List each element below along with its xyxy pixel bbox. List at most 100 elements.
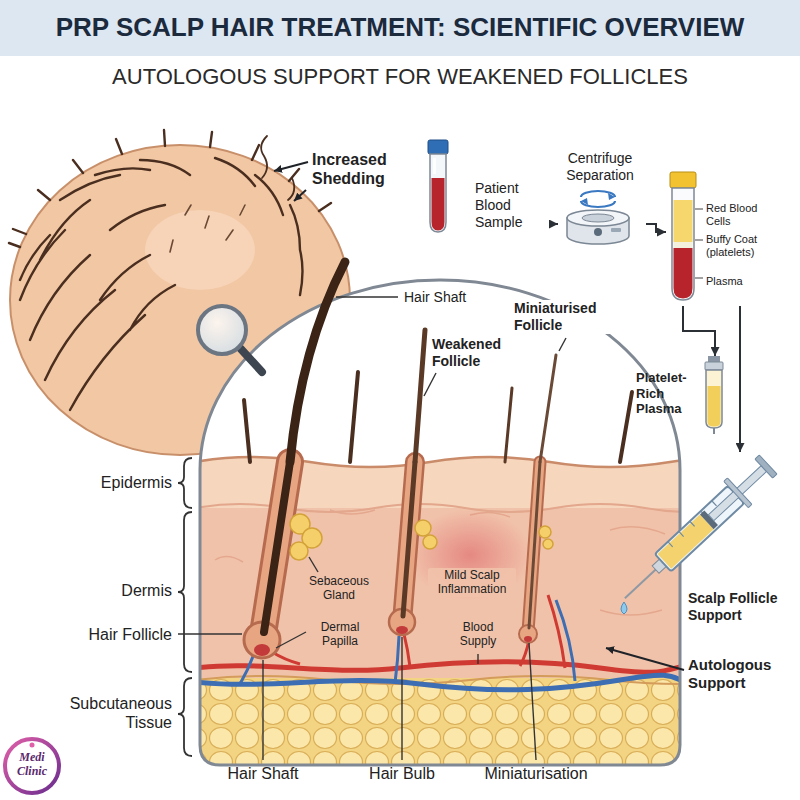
shedding-arrow (294, 190, 306, 201)
centrifuge: Centrifuge Separation (558, 150, 646, 250)
prp-vial-icon (708, 356, 720, 362)
flow-arrow (646, 224, 666, 232)
hair-shaft (505, 388, 512, 462)
centrifuge-icon (611, 228, 621, 232)
syringe-icon (625, 568, 657, 598)
part-label: Miniaturisation (484, 764, 587, 783)
part-label: Sebaceous Gland (304, 574, 374, 603)
hair-follicle (402, 462, 415, 622)
hair-follicle (528, 462, 540, 632)
sebaceous-gland (423, 535, 437, 549)
step-label: Plasma (706, 275, 743, 288)
head-figure (145, 210, 255, 290)
label-holder: Subcutaneous Tissue (54, 694, 172, 732)
label-holder: Blood Supply (448, 620, 508, 649)
layer-label: Subcutaneous Tissue (54, 694, 172, 732)
hair-shaft (244, 400, 250, 462)
clinic-logo (30, 743, 35, 748)
leader-line (401, 637, 402, 760)
centrifuge-icon (563, 188, 633, 246)
syringe-icon (724, 478, 752, 508)
blood-tube-icon (425, 140, 451, 234)
shedding-arrow (274, 162, 308, 201)
label-holder: AUTOLOGOUS SUPPORT FOR WEAKENED FOLLICLE… (0, 64, 800, 90)
callout-label: Miniaturised Follicle (512, 300, 624, 334)
prp-vial-icon (713, 428, 715, 434)
skin-section (408, 509, 532, 601)
layer-bracket (178, 512, 192, 672)
label-holder: Hair Shaft (402, 288, 492, 306)
hair-follicle (524, 636, 532, 642)
label-holder: Dermal Papilla (308, 620, 372, 649)
logo-text: Medi Clinic (6, 750, 58, 779)
layer-label: Dermis (121, 581, 172, 600)
blood-tube-icon (432, 178, 445, 231)
syringe-icon (708, 466, 766, 521)
title-holder: PRP SCALP HAIR TREATMENT: SCIENTIFIC OVE… (0, 12, 800, 43)
label-holder: Mild Scalp Inflammation (428, 568, 516, 597)
hair-follicle (402, 462, 415, 622)
part-label: Hair Bulb (369, 764, 435, 783)
prp-vial-icon (702, 356, 726, 434)
syringe: Scalp Follicle Support (612, 452, 796, 628)
step-label: Scalp Follicle Support (688, 590, 792, 624)
separated-tube-icon (674, 248, 693, 299)
syringe-icon (755, 455, 777, 478)
label-holder: Hair Bulb (352, 764, 452, 783)
part-label: Blood Supply (448, 620, 508, 649)
hair-shaft (290, 262, 345, 462)
step-label: Platelet-Rich Plasma (636, 370, 698, 417)
text-holder: Centrifuge Separation (558, 150, 642, 184)
leader-line (424, 373, 436, 396)
sebaceous-gland (543, 539, 553, 549)
label-holder: Hair Shaft (213, 764, 313, 783)
sebaceous-gland (290, 514, 553, 560)
sebaceous-gland (415, 520, 431, 536)
leader-line (276, 632, 306, 648)
title-text: PRP SCALP HAIR TREATMENT: SCIENTIFIC OVE… (56, 12, 745, 43)
text-holder: Buffy Coat (platelets) (706, 233, 784, 260)
text-holder: Platelet-Rich Plasma (636, 370, 698, 417)
prp-vial-icon (706, 370, 722, 428)
label-holder: Sebaceous Gland (304, 574, 374, 603)
callout-label: Weakened Follicle (430, 336, 514, 370)
blood-vessel (195, 675, 690, 690)
separated-tube-icon (672, 188, 694, 300)
magnifier (198, 306, 262, 372)
label-holder: Medi Clinic (6, 750, 58, 779)
blood-vessel (272, 595, 565, 668)
centrifuge-icon (594, 228, 602, 236)
leader-line (178, 633, 242, 634)
skin-section (195, 280, 790, 768)
text-holder: Scalp Follicle Support (688, 590, 792, 624)
label-holder: Dermis (64, 581, 172, 600)
step-label: Red Blood Cells (706, 202, 784, 228)
head-figure (170, 205, 245, 252)
separated-tube-icon (666, 172, 704, 302)
syringe-icon (658, 515, 714, 569)
part-label: Mild Scalp Inflammation (428, 568, 516, 597)
centrifuge-icon (581, 198, 588, 205)
step-label: Patient Blood Sample (475, 180, 547, 230)
hair-shaft (620, 392, 632, 462)
flow-arrow (683, 306, 715, 356)
hair-shaft (415, 330, 425, 462)
layer-bracket (178, 458, 192, 508)
hair-follicle (528, 462, 540, 632)
leader-line (529, 643, 536, 760)
text-holder: Red Blood Cells (706, 202, 784, 229)
hair-shaft (350, 372, 358, 462)
hair-follicle (262, 462, 290, 640)
sebaceous-gland (539, 526, 551, 538)
centrifuge-icon (608, 193, 615, 200)
label-holder: Weakened Follicle (430, 336, 514, 370)
centrifuge-icon (582, 214, 614, 222)
clinic-logo (5, 739, 59, 793)
separated-tube: Red Blood CellsBuffy Coat (platelets) Pla… (666, 172, 788, 306)
centrifuge-icon (567, 210, 629, 226)
label-holder: Miniaturised Follicle (512, 300, 624, 334)
blood-vessel (195, 662, 690, 672)
leader-line (262, 660, 263, 760)
layer-bracket (178, 678, 192, 756)
